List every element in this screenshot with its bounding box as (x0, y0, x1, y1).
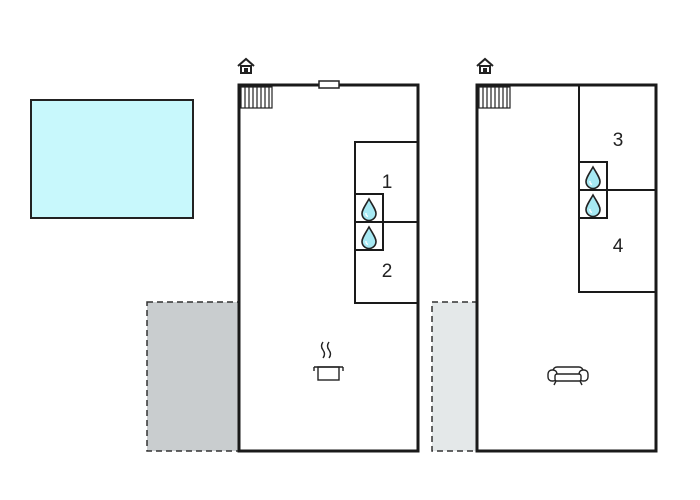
window (318, 80, 340, 89)
room-label-2: 2 (382, 261, 393, 282)
house-entrance-icon (476, 58, 494, 74)
pool-area (30, 99, 194, 219)
stairs-icon (240, 86, 273, 109)
room-2 (354, 221, 419, 304)
house-entrance-icon (237, 58, 255, 74)
room-4 (578, 189, 657, 293)
terrace-area-ground (146, 301, 241, 452)
room-label-4: 4 (613, 236, 624, 257)
sofa-icon (547, 366, 589, 386)
terrace-area-upper (431, 301, 479, 452)
ground-floor: 1 2 (237, 80, 420, 453)
cooking-pot-icon (313, 341, 344, 381)
stairs-icon (478, 86, 511, 109)
room-label-3: 3 (613, 130, 624, 151)
room-label-1: 1 (382, 172, 393, 193)
upper-floor: 3 4 (475, 83, 658, 453)
ground-floor-outline (237, 83, 420, 453)
upper-floor-outline (475, 83, 658, 453)
